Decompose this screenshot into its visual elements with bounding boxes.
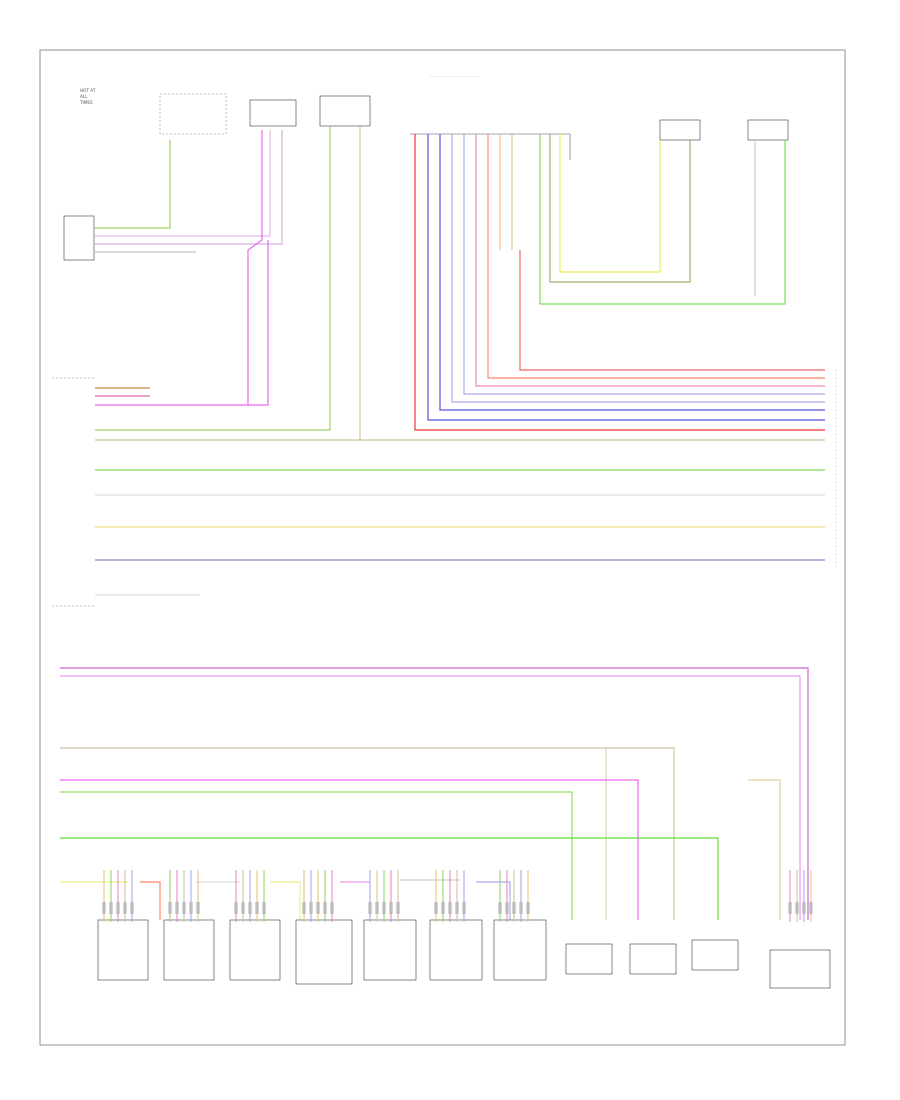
pigtail-label-block xyxy=(130,902,134,914)
pigtail-label-block xyxy=(795,902,799,914)
connector-front-center xyxy=(229,919,281,981)
svg-text:ALL: ALL xyxy=(80,94,88,99)
connector-front-passenger-seat-belt xyxy=(97,919,149,981)
connector-front-passenger-occupant xyxy=(295,919,353,985)
pigtail-label-block xyxy=(123,902,127,914)
pigtail-label-block xyxy=(262,902,266,914)
wire-group-lower xyxy=(60,667,809,920)
pigtail-label-block xyxy=(519,902,523,914)
connector-driver-seat-belt xyxy=(429,919,483,981)
a-pillar-box xyxy=(319,95,371,127)
pigtail-label-block xyxy=(809,902,813,914)
pigtail-label-block xyxy=(441,902,445,914)
pressure-sensor-box xyxy=(63,215,95,261)
diagram-frame xyxy=(39,49,846,1046)
pigtail-label-block xyxy=(102,902,106,914)
pigtail-label-block xyxy=(382,902,386,914)
module-box-air-bag xyxy=(159,93,227,135)
pigtail-label-block xyxy=(241,902,245,914)
pigtail-label-block xyxy=(116,902,120,914)
pigtail-label-block xyxy=(462,902,466,914)
pigtail-label-block xyxy=(234,902,238,914)
pigtail-label-block xyxy=(248,902,252,914)
pigtail-label-block xyxy=(455,902,459,914)
pigtail-label-block xyxy=(309,902,313,914)
bottom-connectors xyxy=(97,919,831,989)
pigtail-label-block xyxy=(330,902,334,914)
pigtail-label-block xyxy=(396,902,400,914)
connector-left-front-door xyxy=(565,943,613,975)
pigtail-label-block xyxy=(788,902,792,914)
pigtail-label-block xyxy=(196,902,200,914)
pigtail-label-block xyxy=(434,902,438,914)
pigtail-label-block xyxy=(375,902,379,914)
pigtail-label-block xyxy=(448,902,452,914)
wire-group-splice-pack xyxy=(414,134,825,431)
pigtail-label-block xyxy=(323,902,327,914)
connector-front-side-left xyxy=(163,919,215,981)
svg-text:TIMES: TIMES xyxy=(79,100,93,105)
pigtail-label-block xyxy=(182,902,186,914)
connector-pigtails xyxy=(102,870,813,922)
connector-box xyxy=(249,99,297,127)
pigtail-label-block xyxy=(512,902,516,914)
pigtail-label-block xyxy=(802,902,806,914)
caption-hot-at-all-times: HOT AT ALL TIMES xyxy=(79,88,96,105)
connector-passenger-airbag xyxy=(769,949,831,989)
pigtail-label-block xyxy=(526,902,530,914)
pigtail-label-block xyxy=(302,902,306,914)
pigtail-label-block xyxy=(189,902,193,914)
left-side-box xyxy=(747,119,789,141)
pigtail-label-block xyxy=(109,902,113,914)
connector-right-occupant xyxy=(629,943,677,975)
caption-splice-header: · · · · · · · · · · · · · · · · · · · xyxy=(430,74,479,79)
pigtail-label-block xyxy=(389,902,393,914)
pigtail-label-block xyxy=(498,902,502,914)
wire-group-upper-left xyxy=(94,126,361,440)
wire-group-horizontal-buses xyxy=(95,439,825,596)
pigtail-label-block xyxy=(505,902,509,914)
pigtail-label-block xyxy=(175,902,179,914)
connector-seat-belt-latch-right xyxy=(493,919,547,981)
pigtail-label-block xyxy=(368,902,372,914)
svg-text:HOT AT: HOT AT xyxy=(80,88,96,93)
pigtail-label-block xyxy=(255,902,259,914)
pigtail-label-block xyxy=(316,902,320,914)
right-side-box xyxy=(659,119,701,141)
connector-seat-position-sensor xyxy=(363,919,417,981)
pigtail-label-block xyxy=(168,902,172,914)
connector-instrument-cluster xyxy=(691,939,739,971)
